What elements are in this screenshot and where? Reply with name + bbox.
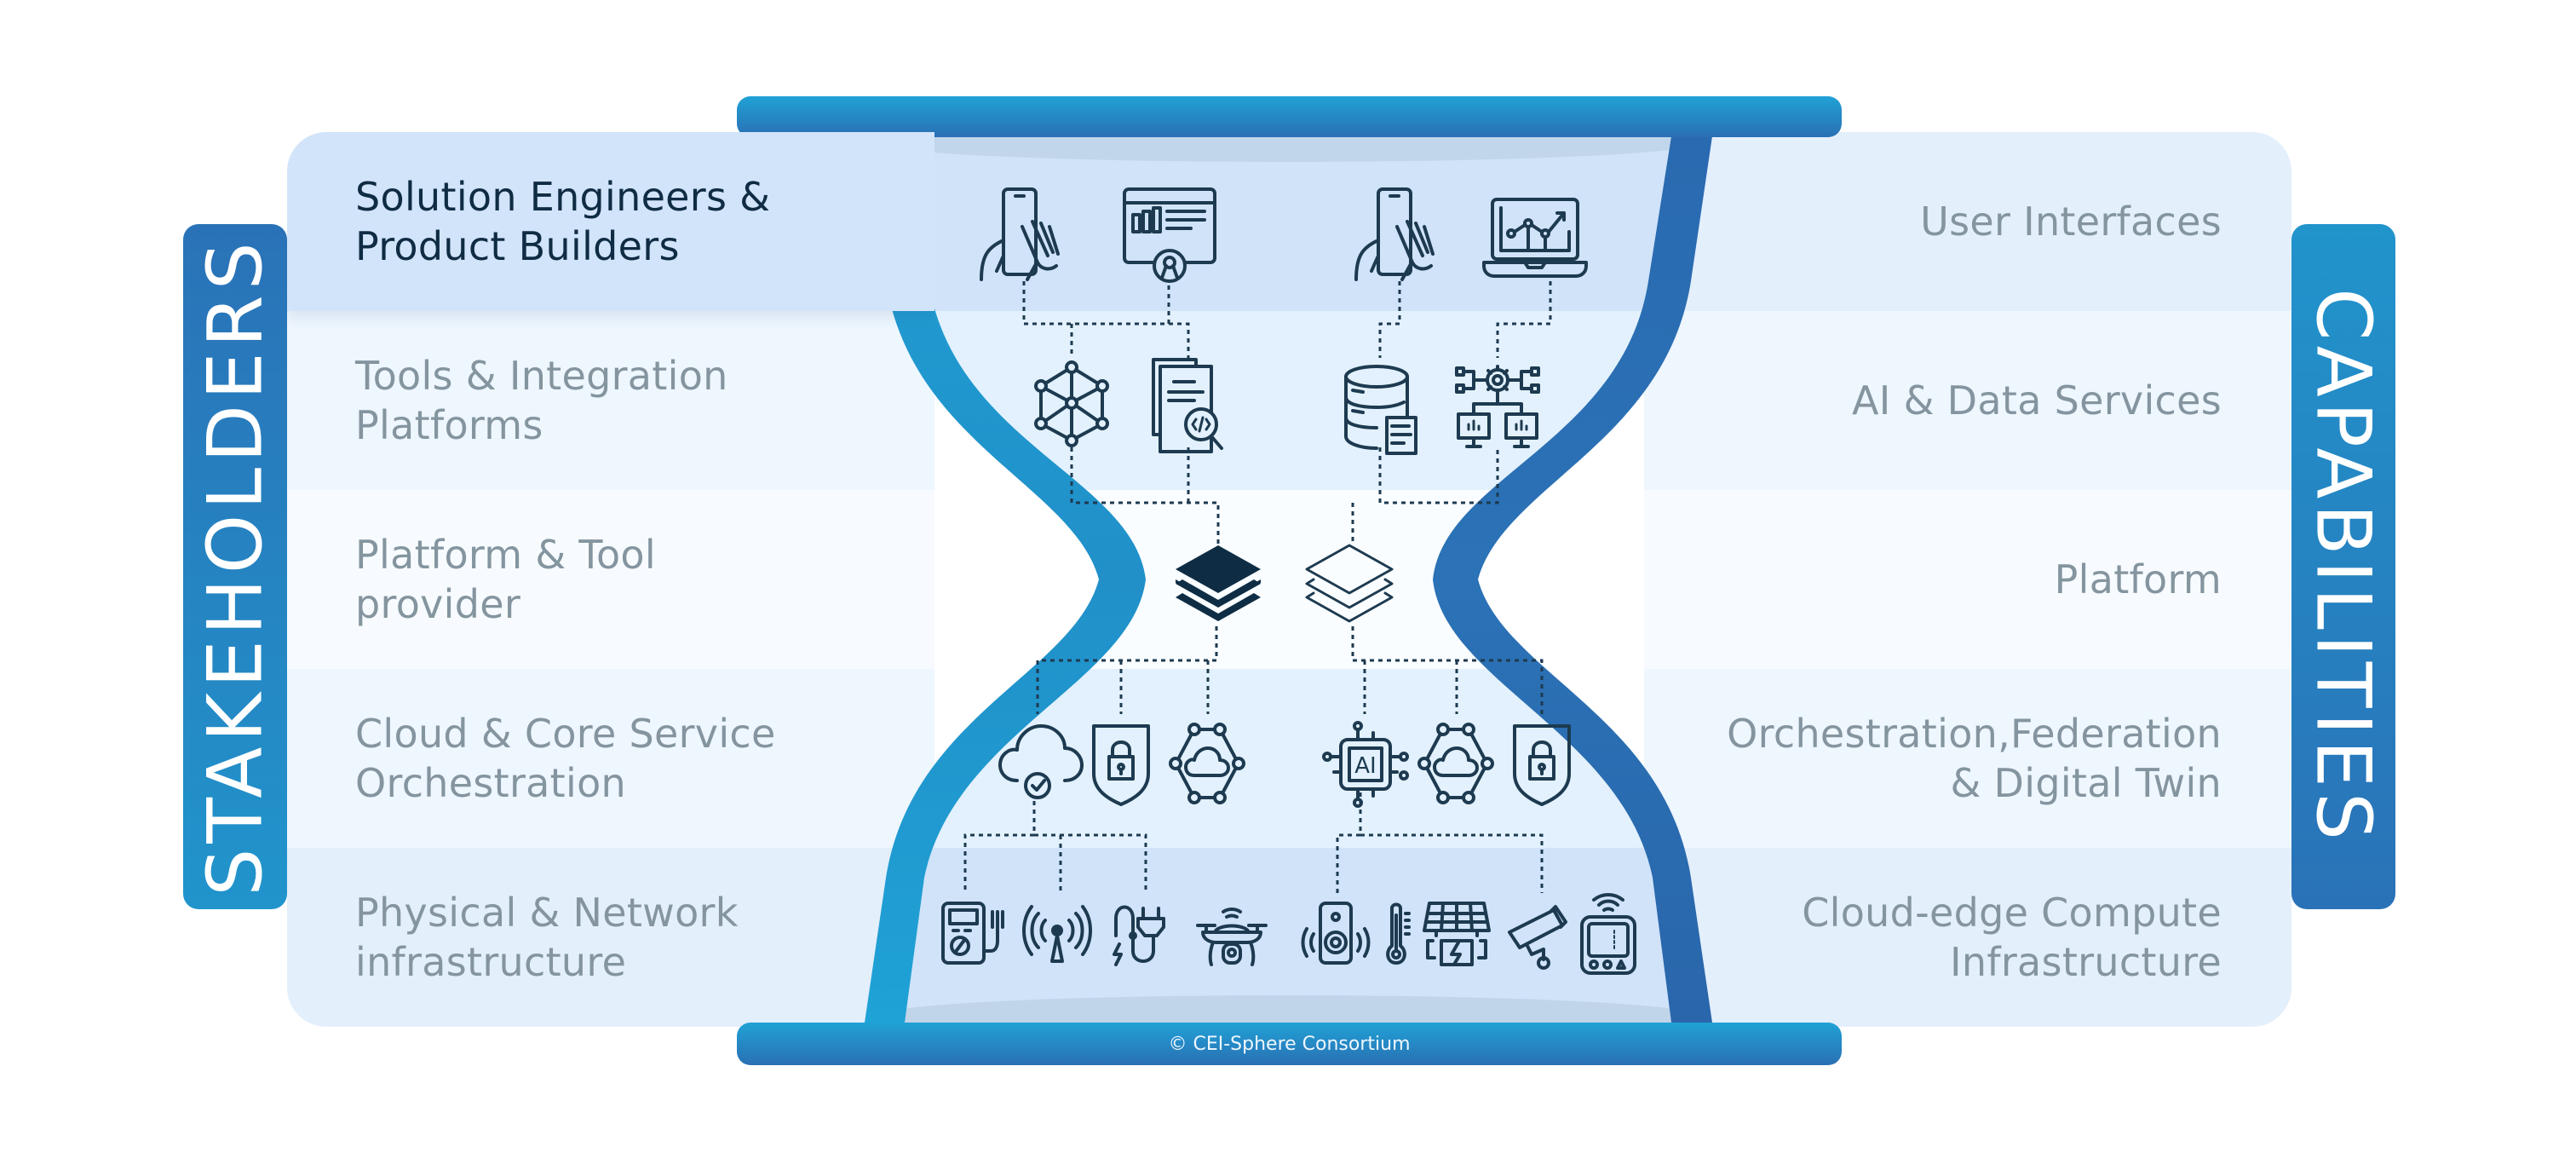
label-line: Cloud-edge Compute xyxy=(1802,890,2222,936)
shield-lock-icon xyxy=(1513,724,1571,806)
label-line: Infrastructure xyxy=(1950,939,2222,985)
cloud-hexagon-network-icon xyxy=(1417,723,1494,804)
connector-lines xyxy=(963,281,1552,893)
capability-label: Orchestration,Federation& Digital Twin xyxy=(1727,709,2222,808)
capabilities-tab: CAPABILITIES xyxy=(2291,224,2395,909)
shield-lock-icon xyxy=(1092,724,1150,806)
capability-label: AI & Data Services xyxy=(1852,376,2222,425)
svg-text:AI: AI xyxy=(1354,753,1376,779)
stakeholder-label: Solution Engineers &Product Builders xyxy=(355,172,770,271)
label-line: Cloud & Core Service xyxy=(355,711,776,757)
label-line: User Interfaces xyxy=(1920,199,2222,245)
database-document-icon xyxy=(1344,365,1417,455)
label-line: Solution Engineers & xyxy=(355,174,771,220)
multimeter-icon xyxy=(941,902,1004,965)
code-document-search-icon xyxy=(1152,358,1223,453)
label-line: Tools & Integration xyxy=(355,353,728,399)
security-camera-icon xyxy=(1508,905,1567,970)
label-line: Platforms xyxy=(355,402,543,448)
layers-filled-icon xyxy=(1176,545,1261,621)
hand-touch-phone-icon xyxy=(1354,187,1435,281)
hand-touch-phone-icon xyxy=(980,187,1060,281)
hourglass-bottom-bar: © CEI-Sphere Consortium xyxy=(737,1023,1842,1065)
label-line: Platform & Tool xyxy=(355,532,656,578)
smart-speaker-icon xyxy=(1301,902,1371,965)
capability-row: Platform xyxy=(1644,490,2291,669)
gear-network-monitors-icon xyxy=(1455,365,1540,448)
label-line: & Digital Twin xyxy=(1950,760,2222,806)
laptop-chart-icon xyxy=(1482,198,1588,278)
cloud-check-icon xyxy=(998,724,1084,799)
stakeholder-row: Solution Engineers &Product Builders xyxy=(287,132,934,311)
dashboard-window-icon xyxy=(1123,187,1216,283)
hourglass-left-wall xyxy=(865,136,1146,1023)
label-line: Orchestration,Federation xyxy=(1727,711,2222,757)
capability-row: User Interfaces xyxy=(1644,132,2291,311)
cloud-hexagon-network-icon xyxy=(1169,723,1245,804)
label-line: Orchestration xyxy=(355,760,626,806)
capabilities-panel: User Interfaces AI & Data Services Platf… xyxy=(1644,132,2291,1027)
copyright-text: © CEI-Sphere Consortium xyxy=(1168,1033,1411,1055)
power-plug-icon xyxy=(1113,905,1165,966)
capability-row: Orchestration,Federation& Digital Twin xyxy=(1644,669,2291,848)
stakeholders-tab: STAKEHOLDERS xyxy=(183,224,287,909)
thermometer-icon xyxy=(1386,902,1411,965)
layers-outline-icon xyxy=(1305,544,1394,623)
capability-label: User Interfaces xyxy=(1920,197,2222,246)
stakeholders-panel: Solution Engineers &Product Builders Too… xyxy=(287,132,934,1027)
label-line: AI & Data Services xyxy=(1852,377,2222,424)
drone-icon xyxy=(1196,908,1268,966)
hourglass-right-wall xyxy=(1433,136,1712,1023)
ai-chip-icon: AI xyxy=(1322,721,1409,808)
wireless-device-icon xyxy=(1580,893,1636,975)
solar-panel-icon xyxy=(1423,902,1491,966)
capability-label: Platform xyxy=(2055,555,2222,604)
label-line: infrastructure xyxy=(355,939,627,985)
network-cube-icon xyxy=(1034,360,1109,447)
label-line: Physical & Network xyxy=(355,890,739,936)
hourglass-top-bar xyxy=(737,96,1842,137)
capability-row: AI & Data Services xyxy=(1644,311,2291,490)
label-line: provider xyxy=(355,581,521,627)
label-line: Platform xyxy=(2054,556,2222,602)
antenna-signal-icon xyxy=(1022,905,1092,963)
label-line: Product Builders xyxy=(355,223,680,269)
